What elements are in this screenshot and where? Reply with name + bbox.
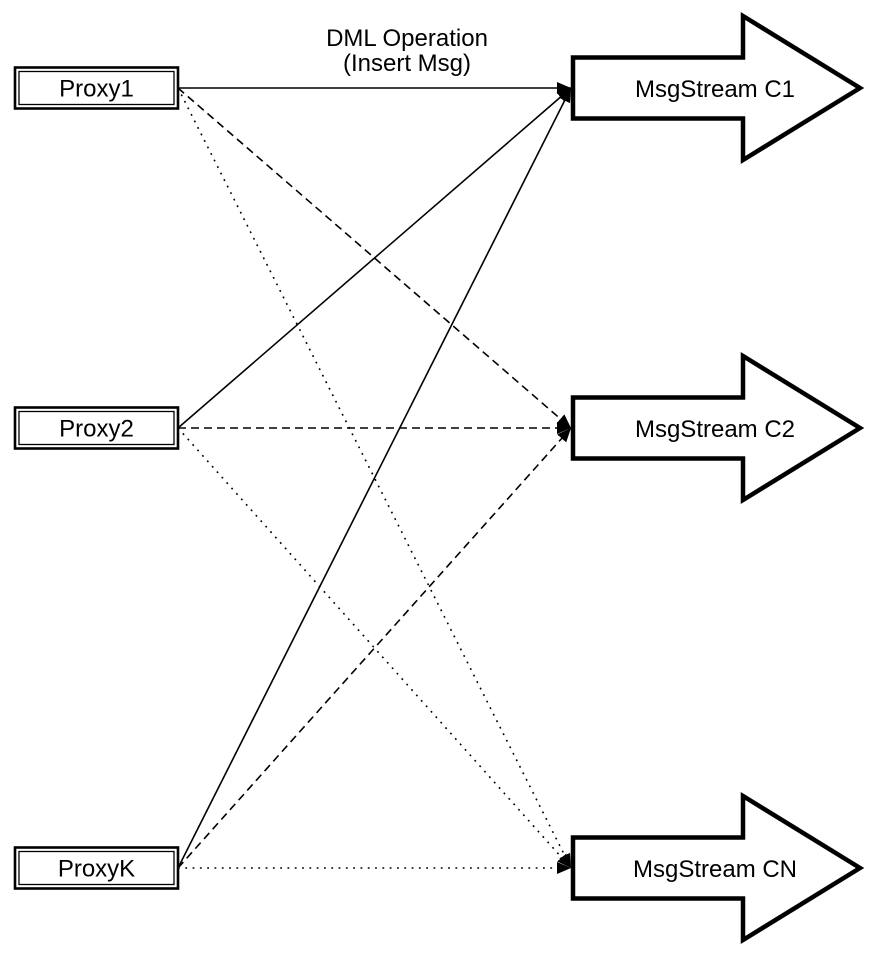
diagram-title-line2: (Insert Msg) <box>343 50 471 77</box>
proxy-box-inner <box>18 70 175 106</box>
proxy-node-proxyk: ProxyK <box>13 846 180 890</box>
edge-proxyk-to-c1-solid <box>177 87 572 869</box>
proxy-label: Proxy2 <box>59 416 134 443</box>
stream-label: MsgStream CN <box>633 856 797 883</box>
proxy-box-inner <box>18 410 175 446</box>
msgstream-node-cn: MsgStream CN <box>570 791 865 945</box>
msgstream-node-c1: MsgStream C1 <box>570 11 865 165</box>
block-arrow-shape <box>570 351 865 505</box>
proxy-node-proxy1: Proxy1 <box>13 66 180 110</box>
block-arrow-shape <box>570 791 865 945</box>
edge-proxyk-to-c2-dashed <box>177 427 572 869</box>
edge-proxy2-to-c1-solid <box>177 87 572 429</box>
proxy-label: Proxy1 <box>59 76 134 103</box>
edge-proxy1-to-c2-dashed <box>177 87 572 429</box>
proxy-node-proxy2: Proxy2 <box>13 406 180 450</box>
proxy-box-outer <box>13 846 180 890</box>
proxy-box-outer <box>13 406 180 450</box>
block-arrow-shape <box>570 11 865 165</box>
proxy-box-inner <box>18 850 175 886</box>
proxy-box-outer <box>13 66 180 110</box>
proxy-label: ProxyK <box>58 856 135 883</box>
stream-label: MsgStream C2 <box>635 416 795 443</box>
msgstream-node-c2: MsgStream C2 <box>570 351 865 505</box>
stream-label: MsgStream C1 <box>635 76 795 103</box>
diagram-title-line1: DML Operation <box>326 25 488 52</box>
